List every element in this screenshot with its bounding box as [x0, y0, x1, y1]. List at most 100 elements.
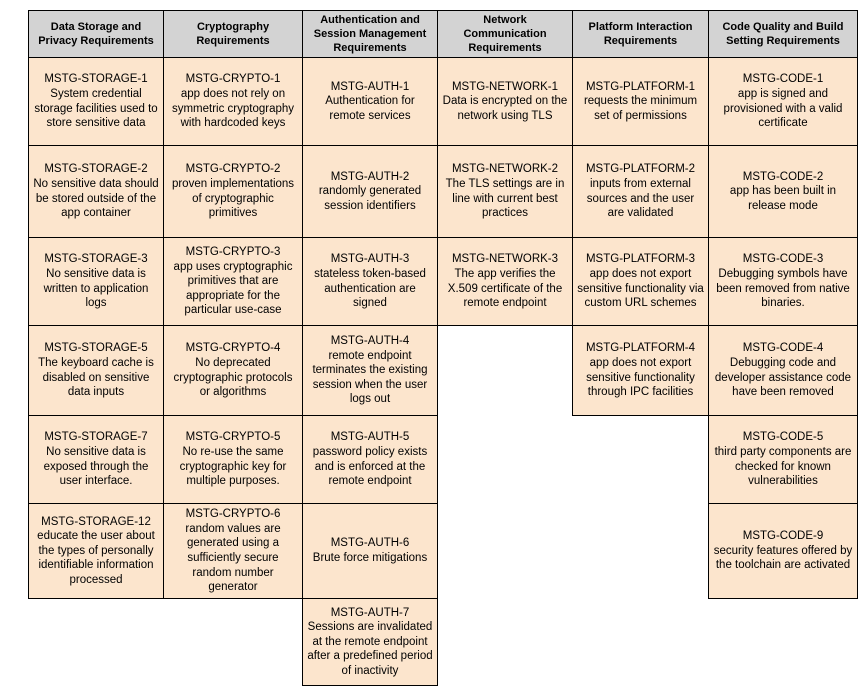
requirement-code: MSTG-CODE-3: [742, 253, 824, 266]
requirement-description: stateless token-based authentication are…: [314, 267, 426, 310]
requirement-description: random values are generated using a suff…: [185, 522, 281, 594]
requirement-code: MSTG-CRYPTO-5: [185, 431, 281, 444]
requirement-description: The app verifies the X.509 certificate o…: [447, 267, 563, 310]
requirement-code: MSTG-NETWORK-2: [451, 163, 559, 176]
requirement-code: MSTG-PLATFORM-2: [585, 163, 696, 176]
requirement-code: MSTG-CODE-1: [742, 73, 824, 86]
requirement-description: The keyboard cache is disabled on sensit…: [38, 356, 154, 399]
requirement-code: MSTG-STORAGE-3: [44, 253, 148, 266]
requirement-code: MSTG-AUTH-1: [330, 80, 410, 93]
column-header-crypto: Cryptography Requirements: [163, 10, 303, 58]
requirement-description: Debugging symbols have been removed from…: [716, 267, 850, 310]
requirement-code: MSTG-AUTH-6: [330, 537, 410, 550]
requirement-code: MSTG-STORAGE-7: [44, 431, 148, 444]
requirement-description: security features offered by the toolcha…: [713, 544, 853, 572]
cell-mstg-platform-1: MSTG-PLATFORM-1 requests the minimum set …: [572, 57, 709, 146]
requirement-code: MSTG-STORAGE-5: [44, 342, 148, 355]
requirement-description: app is signed and provisioned with a val…: [723, 87, 843, 130]
requirement-code: MSTG-CODE-4: [742, 342, 824, 355]
cell-mstg-code-2: MSTG-CODE-2 app has been built in release…: [708, 145, 858, 238]
requirement-description: No re-use the same cryptographic key for…: [179, 445, 287, 488]
requirement-code: MSTG-NETWORK-1: [451, 80, 559, 93]
requirement-description: No sensitive data is exposed through the…: [43, 445, 149, 488]
requirement-description: proven implementations of cryptographic …: [171, 177, 295, 220]
requirement-code: MSTG-AUTH-4: [330, 335, 410, 348]
requirement-code: MSTG-NETWORK-3: [451, 253, 559, 266]
requirement-description: educate the user about the types of pers…: [37, 530, 155, 586]
requirement-description: third party components are checked for k…: [714, 445, 852, 488]
requirement-description: Data is encrypted on the network using T…: [442, 95, 568, 122]
requirement-description: app does not rely on symmetric cryptogra…: [171, 87, 295, 130]
column-header-code: Code Quality and Build Setting Requireme…: [708, 10, 858, 58]
column-header-auth: Authentication and Session Management Re…: [302, 10, 438, 58]
requirement-code: MSTG-PLATFORM-1: [585, 80, 696, 93]
requirement-code: MSTG-CRYPTO-6: [185, 508, 281, 521]
column-header-network: Network Communication Requirements: [437, 10, 573, 58]
requirement-description: inputs from external sources and the use…: [586, 177, 695, 220]
requirement-description: Brute force mitigations: [312, 552, 428, 564]
requirement-code: MSTG-AUTH-7: [330, 606, 410, 619]
requirement-code: MSTG-CRYPTO-2: [185, 163, 281, 176]
requirement-code: MSTG-PLATFORM-3: [585, 253, 696, 266]
requirement-code: MSTG-CODE-5: [742, 431, 824, 444]
requirement-description: password policy exists and is enforced a…: [312, 445, 428, 488]
requirement-description: requests the minimum set of permissions: [583, 95, 698, 122]
requirement-code: MSTG-CODE-2: [742, 170, 824, 183]
requirement-description: System credential storage facilities use…: [34, 87, 158, 130]
requirement-description: app does not export sensitive functional…: [586, 356, 695, 399]
requirement-code: MSTG-STORAGE-12: [41, 515, 151, 528]
cell-mstg-storage-12: MSTG-STORAGE-12 educate the user about th…: [28, 503, 164, 599]
requirement-code: MSTG-CRYPTO-1: [185, 73, 281, 86]
requirement-code: MSTG-CRYPTO-3: [185, 246, 281, 259]
column-code: Code Quality and Build Setting Requireme…: [708, 10, 858, 599]
column-auth: Authentication and Session Management Re…: [302, 10, 438, 686]
requirement-description: app uses cryptographic primitives that a…: [173, 260, 293, 317]
requirement-code: MSTG-AUTH-3: [330, 253, 410, 266]
requirement-description: No sensitive data is written to applicat…: [43, 267, 149, 310]
requirement-code: MSTG-PLATFORM-4: [585, 342, 696, 355]
requirement-code: MSTG-CRYPTO-4: [185, 342, 281, 355]
requirement-description: randomly generated session identifiers: [318, 185, 422, 212]
requirement-description: Authentication for remote services: [325, 95, 415, 122]
column-header-storage: Data Storage and Privacy Requirements: [28, 10, 164, 58]
requirement-description: Sessions are invalidated at the remote e…: [307, 621, 433, 677]
requirement-description: The TLS settings are in line with curren…: [445, 177, 565, 220]
requirement-code: MSTG-STORAGE-2: [44, 163, 148, 176]
requirement-code: MSTG-STORAGE-1: [44, 73, 148, 86]
requirement-code: MSTG-AUTH-5: [330, 431, 410, 444]
requirement-description: No sensitive data should be stored outsi…: [33, 177, 159, 220]
requirement-description: Debugging code and developer assistance …: [714, 356, 852, 399]
requirement-description: app has been built in release mode: [729, 185, 837, 212]
